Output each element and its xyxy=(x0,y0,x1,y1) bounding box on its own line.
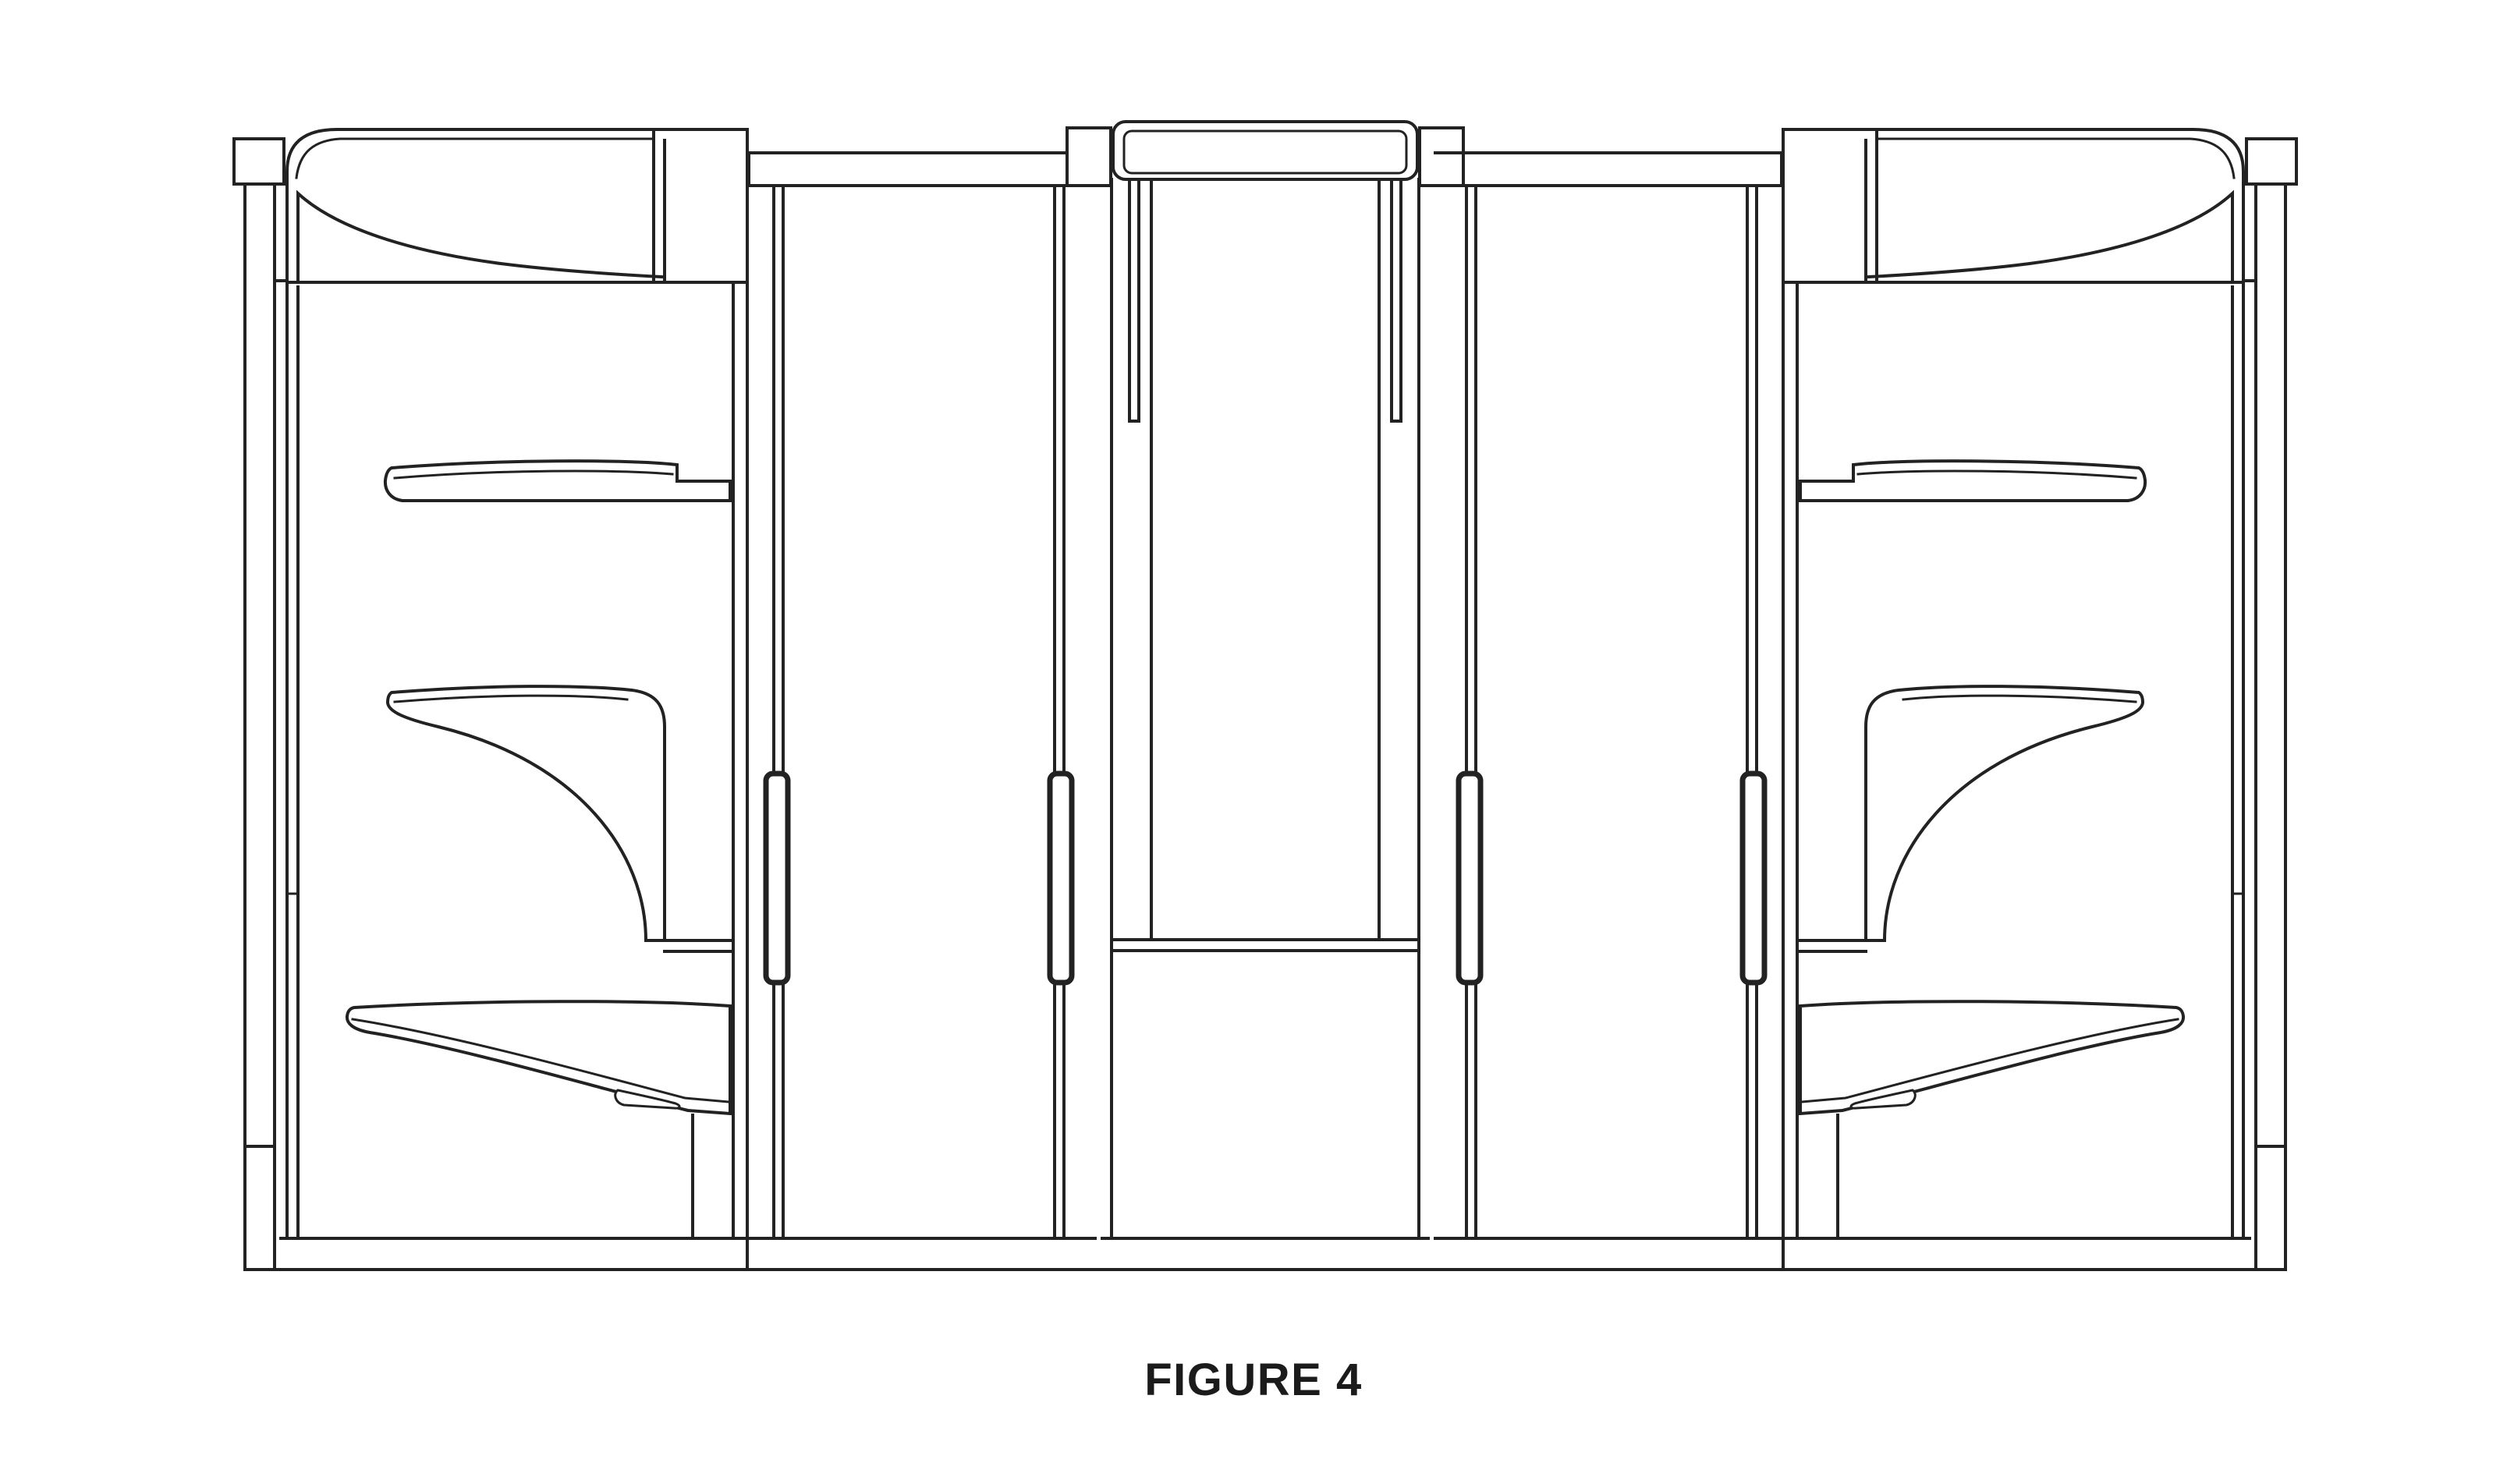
middle-shelf xyxy=(385,685,735,953)
figure-caption: FIGURE 4 xyxy=(1144,1355,1363,1405)
mounting-clip xyxy=(1047,770,1075,986)
left-flat-panel xyxy=(747,151,1097,1271)
right-flat-panel xyxy=(1435,153,1782,1270)
panel-edges xyxy=(747,184,1097,1271)
right-side-mirror xyxy=(1435,128,2298,1271)
upper-shelf xyxy=(383,459,732,502)
left-seat-assembly xyxy=(232,128,749,1271)
panel-top-band xyxy=(747,151,1097,187)
lower-shelf xyxy=(345,1000,732,1116)
center-top-cap-inner xyxy=(1122,129,1408,175)
center-cap-right-block xyxy=(1418,126,1465,187)
center-cap-left-block xyxy=(1066,126,1112,187)
center-section xyxy=(1066,120,1465,1271)
panel-frame xyxy=(273,128,749,1271)
center-top-cap xyxy=(1112,120,1419,181)
outer-rail xyxy=(232,137,289,1271)
right-seat-assembly xyxy=(1782,128,2298,1271)
vent-slot xyxy=(614,1089,681,1110)
top-cap xyxy=(285,128,749,284)
center-panel-frame xyxy=(1094,178,1436,1271)
mounting-clip xyxy=(763,770,791,986)
